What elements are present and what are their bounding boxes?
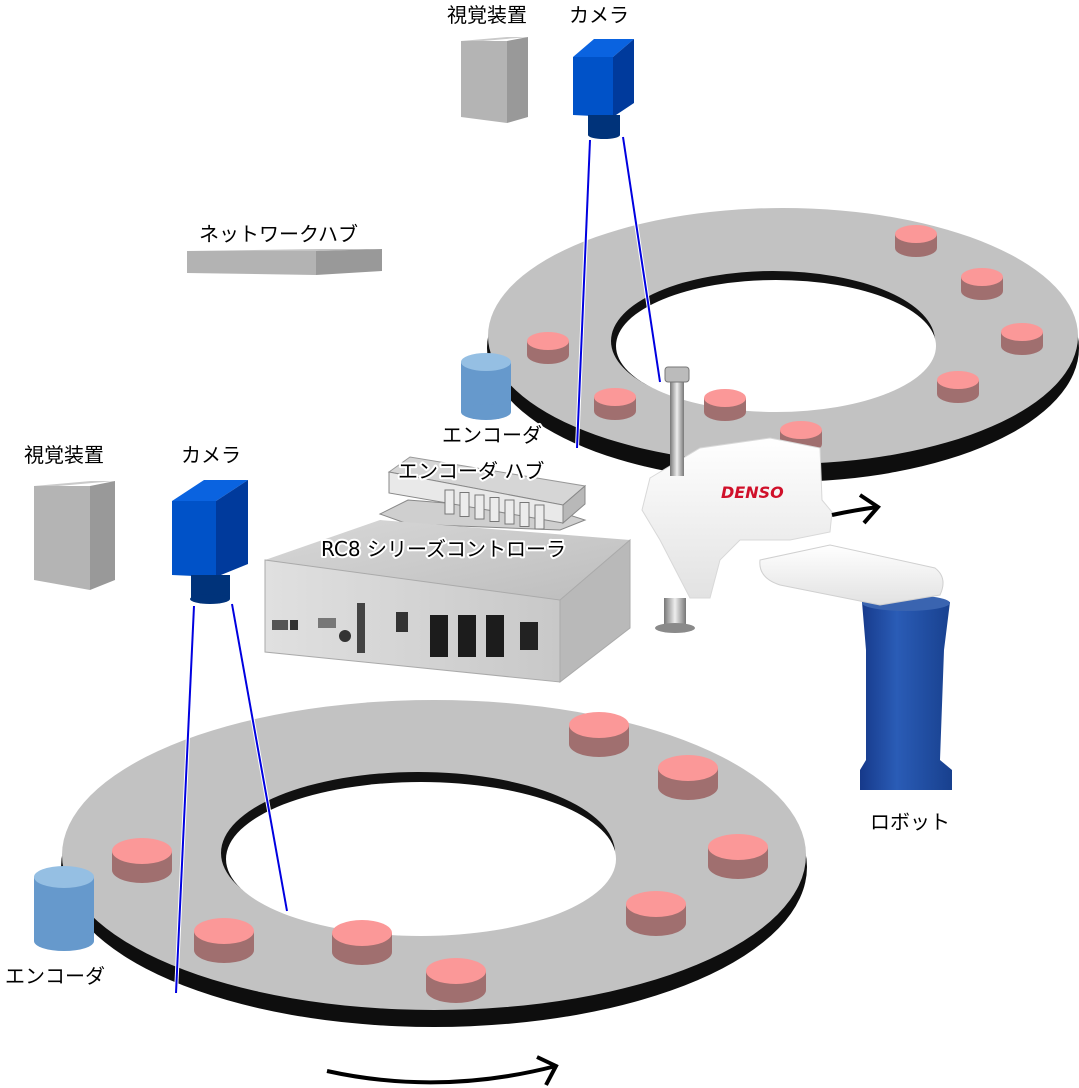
camera-top-label: カメラ	[569, 3, 629, 27]
camera-top-view-lines	[575, 136, 662, 449]
encoder-bottom	[34, 866, 94, 951]
controller-connector	[458, 615, 476, 657]
work-puck	[708, 834, 768, 879]
hub-port	[474, 494, 485, 520]
hub-port	[534, 504, 545, 530]
rc8-controller-label: RC8 シリーズコントローラ	[321, 537, 566, 561]
vision-device-top	[461, 37, 528, 123]
work-puck	[626, 891, 686, 936]
robot-brand-logo: DENSO	[721, 483, 784, 502]
work-puck	[937, 371, 979, 403]
work-puck	[332, 920, 392, 965]
hub-port	[519, 502, 530, 527]
hub-port	[444, 489, 455, 515]
encoder-hub	[378, 456, 587, 531]
upper-conveyor-rotation-arrow	[831, 493, 882, 525]
scara-robot: DENSO	[641, 366, 952, 790]
camera-left-label: カメラ	[181, 443, 241, 467]
camera-top	[573, 39, 634, 139]
lower-conveyor-rotation-arrow	[326, 1055, 559, 1086]
controller-connector	[430, 615, 448, 657]
hub-port	[504, 499, 515, 525]
work-puck	[194, 918, 254, 963]
upper-conveyor-hole	[616, 280, 936, 412]
vision-device-left-label: 視覚装置	[24, 443, 104, 467]
work-puck	[527, 332, 569, 364]
hub-port	[489, 497, 500, 522]
network-hub-label: ネットワークハブ	[199, 222, 358, 246]
rc8-controller	[264, 520, 631, 684]
camera-left	[172, 480, 248, 604]
vision-device-left	[34, 481, 115, 590]
encoder-top-label: エンコーダ	[442, 423, 542, 447]
work-puck	[895, 225, 937, 257]
lower-conveyor-hole	[226, 782, 616, 936]
work-puck	[961, 268, 1003, 300]
robot-label: ロボット	[870, 810, 950, 834]
encoder-top	[461, 353, 511, 420]
encoder-hub-label: エンコーダ ハブ	[398, 459, 544, 483]
hub-port	[459, 492, 470, 517]
work-puck	[658, 755, 718, 800]
encoder-bottom-label: エンコーダ	[5, 964, 105, 988]
work-puck	[704, 389, 746, 421]
vision-device-top-label: 視覚装置	[447, 3, 527, 27]
upper-conveyor	[487, 208, 1079, 482]
lower-conveyor	[61, 700, 807, 1027]
network-hub	[187, 249, 382, 275]
work-puck	[426, 958, 486, 1003]
work-puck	[569, 712, 629, 757]
controller-connector	[486, 615, 504, 657]
work-puck	[112, 838, 172, 883]
camera-left-view-lines	[174, 603, 289, 994]
work-puck	[594, 388, 636, 420]
work-puck	[1001, 323, 1043, 355]
